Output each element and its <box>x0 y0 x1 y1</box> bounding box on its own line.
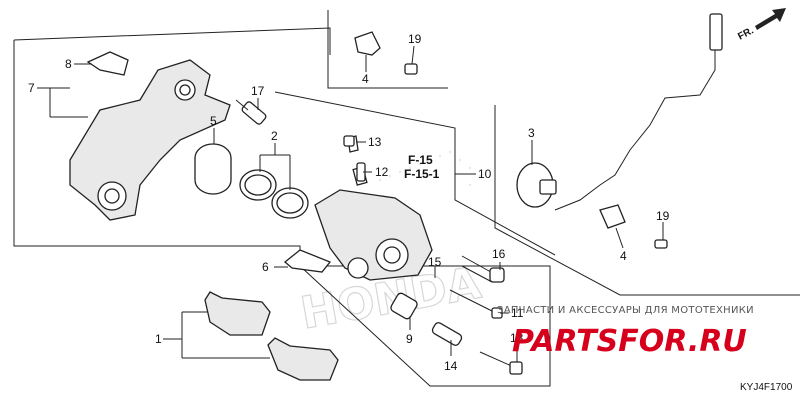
callout-1: 1 <box>155 332 162 346</box>
callout-10: 10 <box>478 167 492 181</box>
pad-spring-6-part <box>283 249 332 273</box>
callout-16: 16 <box>492 247 506 261</box>
callout-19-sensor: 19 <box>656 209 670 223</box>
callout-8: 8 <box>65 57 72 71</box>
assembly-outline <box>13 27 551 387</box>
callout-2: 2 <box>271 129 278 143</box>
bolt-17-part <box>235 99 267 125</box>
caliper-bracket-box <box>274 91 556 256</box>
diagram-code: KYJ4F1700 <box>740 382 793 393</box>
callout-12: 12 <box>375 165 389 179</box>
reference-label-f15-1: F-15-1 <box>404 167 440 181</box>
brake-pads-1-part <box>204 291 339 381</box>
brand-logo: PARTSFOR.RU <box>512 324 747 359</box>
callout-labels: 1 2 3 4 4 5 6 7 8 9 10 11 12 13 14 15 16… <box>28 32 670 373</box>
callout-3: 3 <box>528 126 535 140</box>
callout-11: 11 <box>511 306 524 320</box>
callout-14: 14 <box>444 359 458 373</box>
callout-7: 7 <box>28 81 35 95</box>
callout-13: 13 <box>368 135 382 149</box>
callout-6: 6 <box>262 260 269 274</box>
clip-top-part <box>354 31 418 75</box>
clip-detail-box <box>327 10 448 89</box>
reference-label-f15: F-15 <box>408 153 433 167</box>
sensor-detail-box <box>494 105 800 296</box>
caliper-bracket-part <box>69 51 231 221</box>
callout-4-top: 4 <box>362 72 369 86</box>
callout-9: 9 <box>406 332 413 346</box>
callout-15: 15 <box>428 255 442 269</box>
leader-lines <box>37 45 664 362</box>
piston-5-part <box>194 143 232 195</box>
seals-2-part <box>239 169 309 219</box>
callout-4-sensor: 4 <box>620 249 627 263</box>
slide-pins-part <box>390 255 523 375</box>
front-direction-label: FR. <box>736 25 756 42</box>
wheel-speed-sensor-part <box>516 13 723 249</box>
caliper-body-part <box>314 135 433 281</box>
callout-17: 17 <box>251 84 265 98</box>
callout-5: 5 <box>210 114 217 128</box>
watermark-text: ЗАПЧАСТИ И АКСЕССУАРЫ ДЛЯ МОТОТЕХНИКИ <box>497 305 754 316</box>
front-direction-arrow: FR. <box>736 8 786 43</box>
callout-18: 18 <box>510 331 524 345</box>
callout-19-top: 19 <box>408 32 422 46</box>
